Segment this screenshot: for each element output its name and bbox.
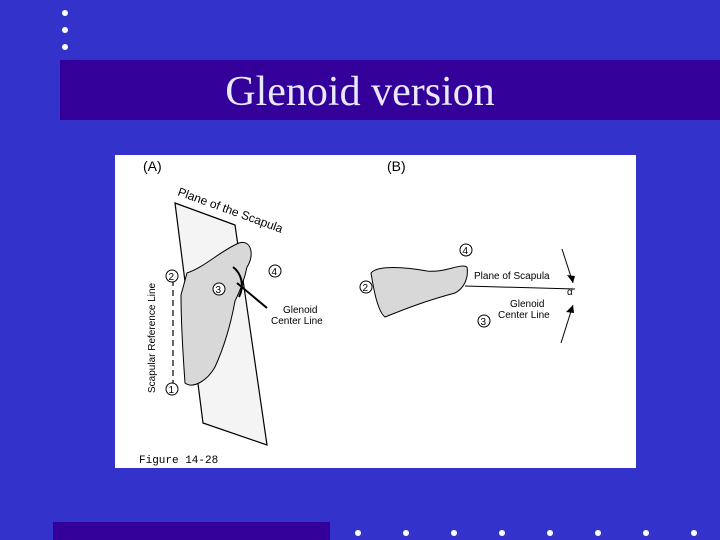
marker-b-3: 3 [477,314,491,328]
figure-diagram: (A) (B) Plane of the Scapula Scapular Re… [139,158,576,467]
plane-arrow-head-b [567,275,575,283]
decor-dot [691,530,697,536]
svg-text:1: 1 [169,385,175,396]
marker-a-4: 4 [268,264,282,278]
svg-text:3: 3 [216,285,222,296]
svg-text:2: 2 [169,272,175,283]
marker-a-3: 3 [212,282,226,296]
panel-a-label: (A) [143,158,162,174]
scapula-shape-a [180,241,252,386]
marker-b-4: 4 [459,243,473,257]
scapular-reference-label: Scapular Reference Line [147,282,158,393]
center-arrow-head-b [566,305,574,313]
plane-line-b [464,285,576,290]
decor-dot [451,530,457,536]
svg-text:3: 3 [481,317,487,328]
decor-dot [595,530,601,536]
glenoid-outline-a [232,266,243,298]
bottom-bar [53,522,330,540]
decor-dot [62,44,68,50]
figure-caption: Figure 14-28 [139,455,218,467]
decor-dot [62,10,68,16]
marker-a-2: 2 [165,269,179,283]
glenoid-center-label-a-2: Center Line [271,316,323,327]
marker-b-2: 2 [359,280,373,294]
figure-panel: (A) (B) Plane of the Scapula Scapular Re… [115,155,636,468]
decor-dot [499,530,505,536]
glenoid-center-label-b-2: Center Line [498,310,550,321]
scapula-shape-b [370,265,468,318]
decor-dot [62,27,68,33]
marker-a-1: 1 [165,382,179,396]
glenoid-center-label-a-1: Glenoid [283,305,317,316]
panel-b-label: (B) [387,158,406,174]
title-bar [60,60,720,120]
slide-title: Glenoid version [225,69,495,115]
svg-text:4: 4 [272,267,278,278]
decor-dot [355,530,361,536]
decor-dot [547,530,553,536]
svg-text:4: 4 [463,246,469,257]
plane-label-b: Plane of Scapula [474,271,550,282]
svg-text:2: 2 [363,283,369,294]
decor-dot [403,530,409,536]
glenoid-center-line-a [236,282,268,309]
angle-alpha-label: α [567,287,573,298]
decor-dot [643,530,649,536]
glenoid-center-label-b-1: Glenoid [510,299,544,310]
